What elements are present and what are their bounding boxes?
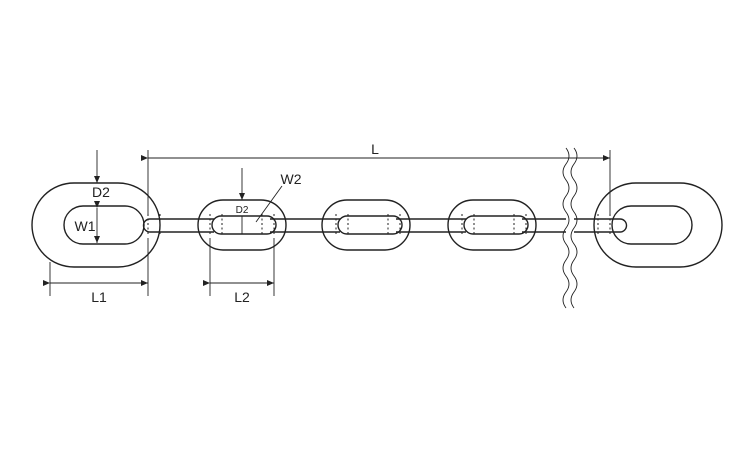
inner-link-3 bbox=[447, 199, 537, 251]
dimension-W2: W2 bbox=[255, 171, 302, 223]
label-D2-inner: D2 bbox=[236, 205, 249, 216]
dimension-L2: L2 bbox=[203, 238, 275, 305]
chain-wire bbox=[142, 218, 628, 233]
inner-link-2 bbox=[321, 199, 411, 251]
break-lines bbox=[562, 147, 578, 309]
label-L2: L2 bbox=[234, 289, 250, 305]
dimension-L1: L1 bbox=[43, 238, 149, 305]
label-L: L bbox=[371, 141, 379, 157]
label-D2-outer: D2 bbox=[92, 184, 110, 200]
dimension-L: L bbox=[141, 141, 611, 215]
label-L1: L1 bbox=[91, 289, 107, 305]
dimension-W1: W1 bbox=[75, 201, 100, 243]
label-W2: W2 bbox=[281, 171, 302, 187]
dimension-D2-outer: D2 bbox=[92, 150, 110, 200]
label-W1: W1 bbox=[75, 218, 96, 234]
end-link-right bbox=[593, 182, 723, 268]
dimension-D2-inner: D2 bbox=[236, 168, 249, 234]
hidden-lines bbox=[147, 214, 611, 236]
